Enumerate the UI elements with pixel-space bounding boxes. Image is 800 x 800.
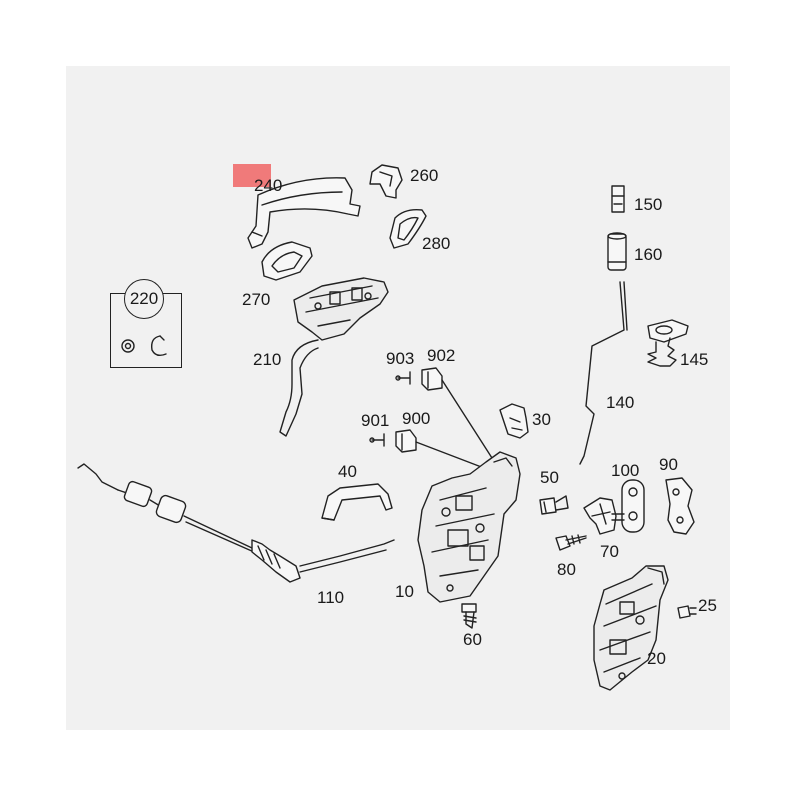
label-150[interactable]: 150 xyxy=(634,195,663,214)
part-280-gasket[interactable] xyxy=(390,210,426,248)
part-220-callout-label[interactable]: 220 xyxy=(124,279,164,319)
label-30[interactable]: 30 xyxy=(532,410,551,429)
label-20[interactable]: 20 xyxy=(647,649,666,668)
label-280[interactable]: 280 xyxy=(422,234,451,253)
part-25-screw[interactable] xyxy=(678,606,696,618)
leader-lines xyxy=(416,380,492,468)
part-210-handle-carrier[interactable] xyxy=(280,278,388,436)
part-220-clip-set[interactable] xyxy=(122,336,166,355)
part-100-striker-plate[interactable] xyxy=(622,480,644,532)
part-903-pin[interactable] xyxy=(396,372,410,384)
part-900-bracket[interactable] xyxy=(396,430,416,452)
part-260-end-cap[interactable] xyxy=(370,165,402,198)
label-270[interactable]: 270 xyxy=(242,290,271,309)
part-240-door-handle[interactable] xyxy=(248,178,360,248)
label-90[interactable]: 90 xyxy=(659,455,678,474)
label-145[interactable]: 145 xyxy=(680,350,709,369)
label-240[interactable]: 240 xyxy=(254,176,283,195)
label-100[interactable]: 100 xyxy=(611,461,640,480)
part-50-screw[interactable] xyxy=(540,496,568,514)
label-901[interactable]: 901 xyxy=(361,411,390,430)
part-20-lock-module[interactable] xyxy=(594,566,668,690)
label-903[interactable]: 903 xyxy=(386,349,415,368)
part-60-screw[interactable] xyxy=(462,604,476,628)
label-160[interactable]: 160 xyxy=(634,245,663,264)
part-70-striker[interactable] xyxy=(584,498,624,534)
selected-part-highlight[interactable] xyxy=(233,164,271,187)
part-902-bracket[interactable] xyxy=(422,368,442,390)
part-270-seal[interactable] xyxy=(262,242,312,280)
part-150-connector[interactable] xyxy=(612,186,624,212)
label-80[interactable]: 80 xyxy=(557,560,576,579)
part-90-mounting-plate[interactable] xyxy=(666,478,694,534)
label-50[interactable]: 50 xyxy=(540,468,559,487)
part-30-clip[interactable] xyxy=(500,404,528,438)
part-80-screw[interactable] xyxy=(556,535,586,550)
label-260[interactable]: 260 xyxy=(410,166,439,185)
label-40[interactable]: 40 xyxy=(338,462,357,481)
label-10[interactable]: 10 xyxy=(395,582,414,601)
label-70[interactable]: 70 xyxy=(600,542,619,561)
label-60[interactable]: 60 xyxy=(463,630,482,649)
part-10-door-lock[interactable] xyxy=(418,452,520,602)
part-40-bracket[interactable] xyxy=(322,484,392,520)
part-140-lock-rod[interactable] xyxy=(580,282,627,464)
label-900[interactable]: 900 xyxy=(402,409,431,428)
part-145-grommet[interactable] xyxy=(648,320,688,366)
label-902[interactable]: 902 xyxy=(427,346,456,365)
part-160-sleeve[interactable] xyxy=(608,233,626,270)
label-110[interactable]: 110 xyxy=(317,588,345,607)
part-110-bowden-cable[interactable] xyxy=(78,464,394,582)
label-25[interactable]: 25 xyxy=(698,596,717,615)
part-901-pin[interactable] xyxy=(370,434,384,446)
label-210[interactable]: 210 xyxy=(253,350,282,369)
label-140[interactable]: 140 xyxy=(606,393,635,412)
